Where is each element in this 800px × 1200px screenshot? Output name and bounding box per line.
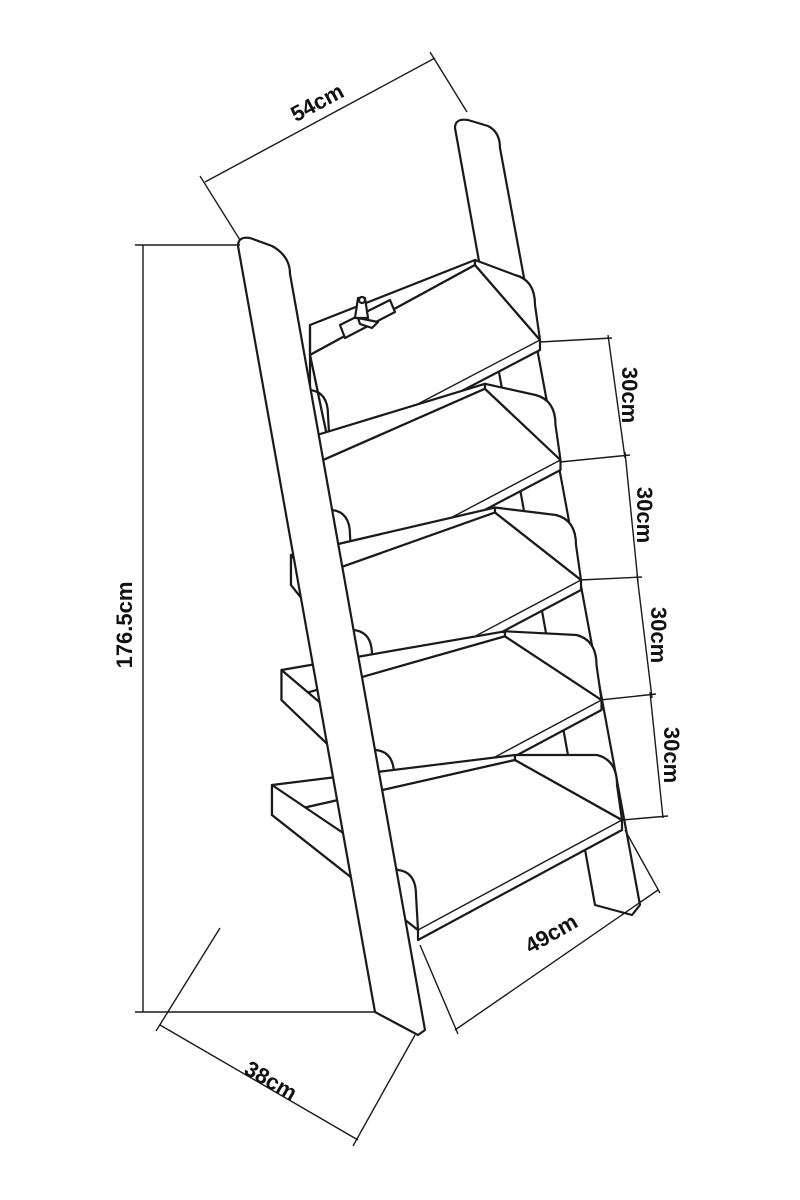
shelf-right-lip [483, 382, 562, 462]
depth-label: 38cm [240, 1056, 301, 1106]
shelf-spacing-label-1: 30cm [617, 367, 642, 423]
shelf-front-edge [417, 819, 623, 931]
shelf-spacing-label-4: 30cm [659, 727, 684, 783]
shelf-right-lip [473, 258, 542, 342]
shelf-right-lip [513, 753, 624, 822]
shelf-right-lip [503, 630, 603, 702]
height-label: 176.5cm [112, 582, 137, 669]
bottom-width-label: 49cm [521, 909, 582, 959]
dimension-lines [135, 51, 669, 1147]
shelf-spacing-label-2: 30cm [632, 487, 657, 543]
shelf-right-lip [493, 506, 583, 582]
shelf-spacing-label-3: 30cm [646, 607, 671, 663]
width-top-label: 54cm [286, 78, 347, 126]
wall-bracket [338, 295, 397, 340]
